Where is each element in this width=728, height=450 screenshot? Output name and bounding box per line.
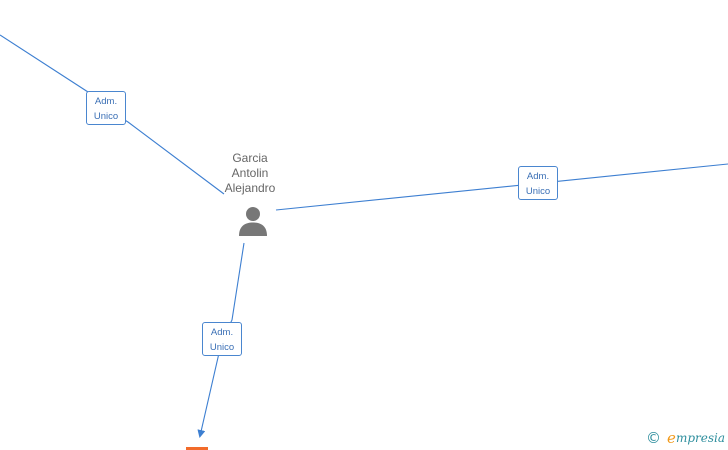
edge-label-top-left[interactable]: Adm. Unico	[86, 91, 126, 125]
person-name-line-3: Alejandro	[224, 181, 276, 195]
edge-label-type: Unico	[93, 111, 119, 122]
edge-label-right[interactable]: Adm. Unico	[518, 166, 558, 200]
brand-logo-text: mpresia	[675, 431, 725, 445]
edge-label-role: Adm.	[526, 171, 550, 182]
edge-label-role: Adm.	[94, 96, 118, 107]
company-node-marker[interactable]	[186, 447, 208, 450]
edge-label-type: Unico	[209, 342, 235, 353]
empresia-watermark: © e mpresia	[646, 429, 725, 447]
person-name-line-1: Garcia	[232, 151, 268, 165]
person-name-label[interactable]: Garcia Antolin Alejandro	[210, 151, 290, 196]
brand-logo-initial: e	[667, 429, 676, 447]
edge-label-type: Unico	[525, 186, 551, 197]
person-icon[interactable]	[236, 205, 270, 239]
edge-label-role: Adm.	[210, 327, 234, 338]
copyright-icon: ©	[646, 429, 662, 447]
edge-line-right[interactable]	[275, 163, 728, 211]
person-name-line-2: Antolin	[231, 166, 269, 180]
edge-label-bottom[interactable]: Adm. Unico	[202, 322, 242, 356]
